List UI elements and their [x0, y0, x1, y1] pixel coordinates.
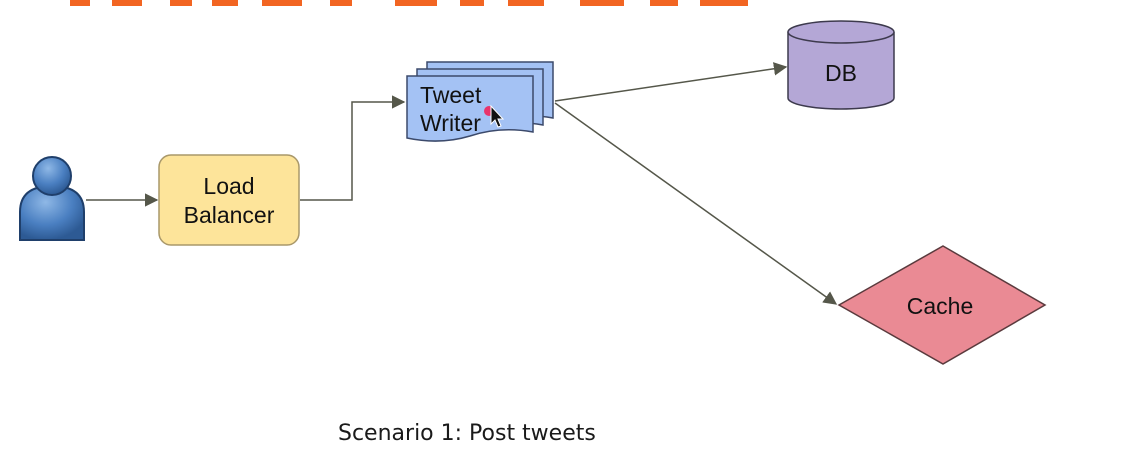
- edges: [86, 62, 838, 305]
- tweet-writer-node: Tweet Writer: [406, 61, 554, 142]
- edge-tweet-writer-to-cache: [554, 102, 838, 305]
- db-label: DB: [825, 60, 857, 86]
- cache-node: Cache: [837, 245, 1047, 365]
- edge-tweet-writer-to-db: [554, 62, 788, 102]
- edge-load-balancer-to-tweet-writer: [300, 95, 406, 201]
- user-icon: [19, 156, 85, 241]
- pointer-cursor-icon: [484, 104, 505, 128]
- db-node: DB: [787, 20, 895, 110]
- cropped-title-fragment: [70, 0, 748, 6]
- load-balancer-label-line1: Load: [203, 173, 254, 199]
- load-balancer-label-line2: Balancer: [184, 202, 275, 228]
- cache-label: Cache: [907, 293, 973, 319]
- tweet-writer-label-line1: Tweet: [420, 82, 482, 108]
- tweet-writer-label-line2: Writer: [420, 110, 481, 136]
- load-balancer-node: Load Balancer: [158, 154, 300, 246]
- diagram-caption: Scenario 1: Post tweets: [338, 421, 596, 446]
